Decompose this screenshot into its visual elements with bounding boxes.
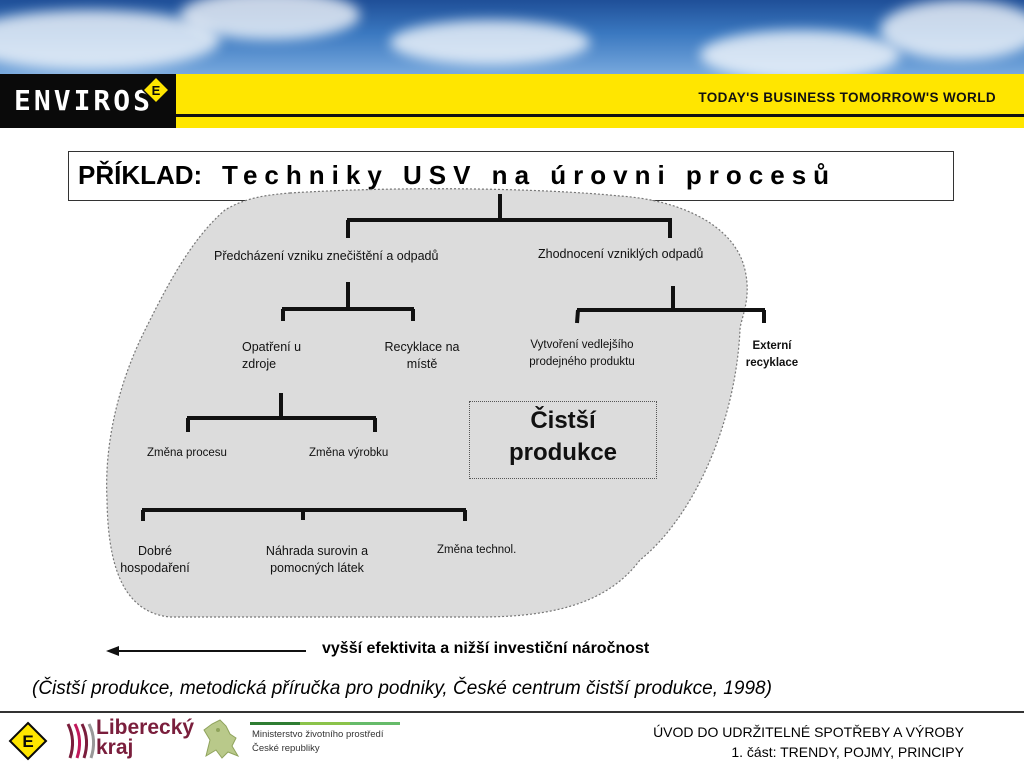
course-title: ÚVOD DO UDRŽITELNÉ SPOTŘEBY A VÝROBY <box>653 724 964 740</box>
logo-background <box>0 74 176 128</box>
node-prevention: Předcházení vzniku znečištění a odpadů <box>214 249 439 263</box>
citation: (Čistší produkce, metodická příručka pro… <box>32 678 772 699</box>
efficiency-arrow <box>106 646 306 656</box>
node-external-recycling: Externí recyklace <box>745 340 799 369</box>
node-byproduct: Vytvoření vedlejšího prodejného produktu <box>529 339 635 368</box>
node-process-change: Změna procesu <box>147 447 227 459</box>
header-sky-banner <box>0 0 1024 74</box>
footer-enviros-badge-icon: E <box>8 721 48 761</box>
tagline: TODAY'S BUSINESS TOMORROW'S WORLD <box>698 90 996 105</box>
arrow-head-icon <box>106 646 119 656</box>
node-material-substitution: Náhrada surovin a pomocných látek <box>265 544 369 575</box>
liberecky-kraj-logo: Liberecký kraj <box>96 716 195 759</box>
node-source-measures: Opatření u zdroje <box>242 340 302 371</box>
tree-connectors <box>141 194 766 521</box>
enviros-logo: ENVIROS <box>14 84 154 117</box>
cloud-shape <box>700 30 900 74</box>
footer-rule <box>0 711 1024 713</box>
ministry-color-bar <box>250 722 400 725</box>
liberecky-kraj-emblem-icon <box>66 723 96 759</box>
ministry-lion-icon <box>203 719 240 759</box>
node-onsite-recycling: Recyklace na místě <box>384 340 460 371</box>
node-technology-change: Změna technol. <box>437 544 517 556</box>
header-yellow-band <box>176 74 1024 128</box>
course-part: 1. část: TRENDY, POJMY, PRINCIPY <box>731 744 964 760</box>
node-product-change: Změna výrobku <box>309 447 389 459</box>
node-recovery: Zhodnocení vzniklých odpadů <box>538 247 704 261</box>
recovery-left-tick <box>575 309 580 324</box>
cleaner-production-box <box>469 401 657 479</box>
svg-text:E: E <box>22 732 33 751</box>
arrow-caption: vyšší efektivita a nižší investiční náro… <box>322 640 650 657</box>
title-prefix: PŘÍKLAD: <box>78 160 203 190</box>
cloud-shape <box>880 0 1024 60</box>
node-housekeeping: Dobré hospodaření <box>120 544 190 575</box>
cleaner-production-label: Čistší produkce <box>508 407 618 466</box>
svg-text:E: E <box>152 83 161 98</box>
header-rule <box>176 114 1024 117</box>
ministry-logo-text: Ministerstvo životního prostředí České r… <box>252 729 384 754</box>
cloud-shape <box>390 20 590 65</box>
page-title: Techniky USV na úrovni procesů <box>222 160 837 190</box>
enviros-badge-icon: E <box>142 76 170 104</box>
cloud-shape <box>180 0 360 40</box>
